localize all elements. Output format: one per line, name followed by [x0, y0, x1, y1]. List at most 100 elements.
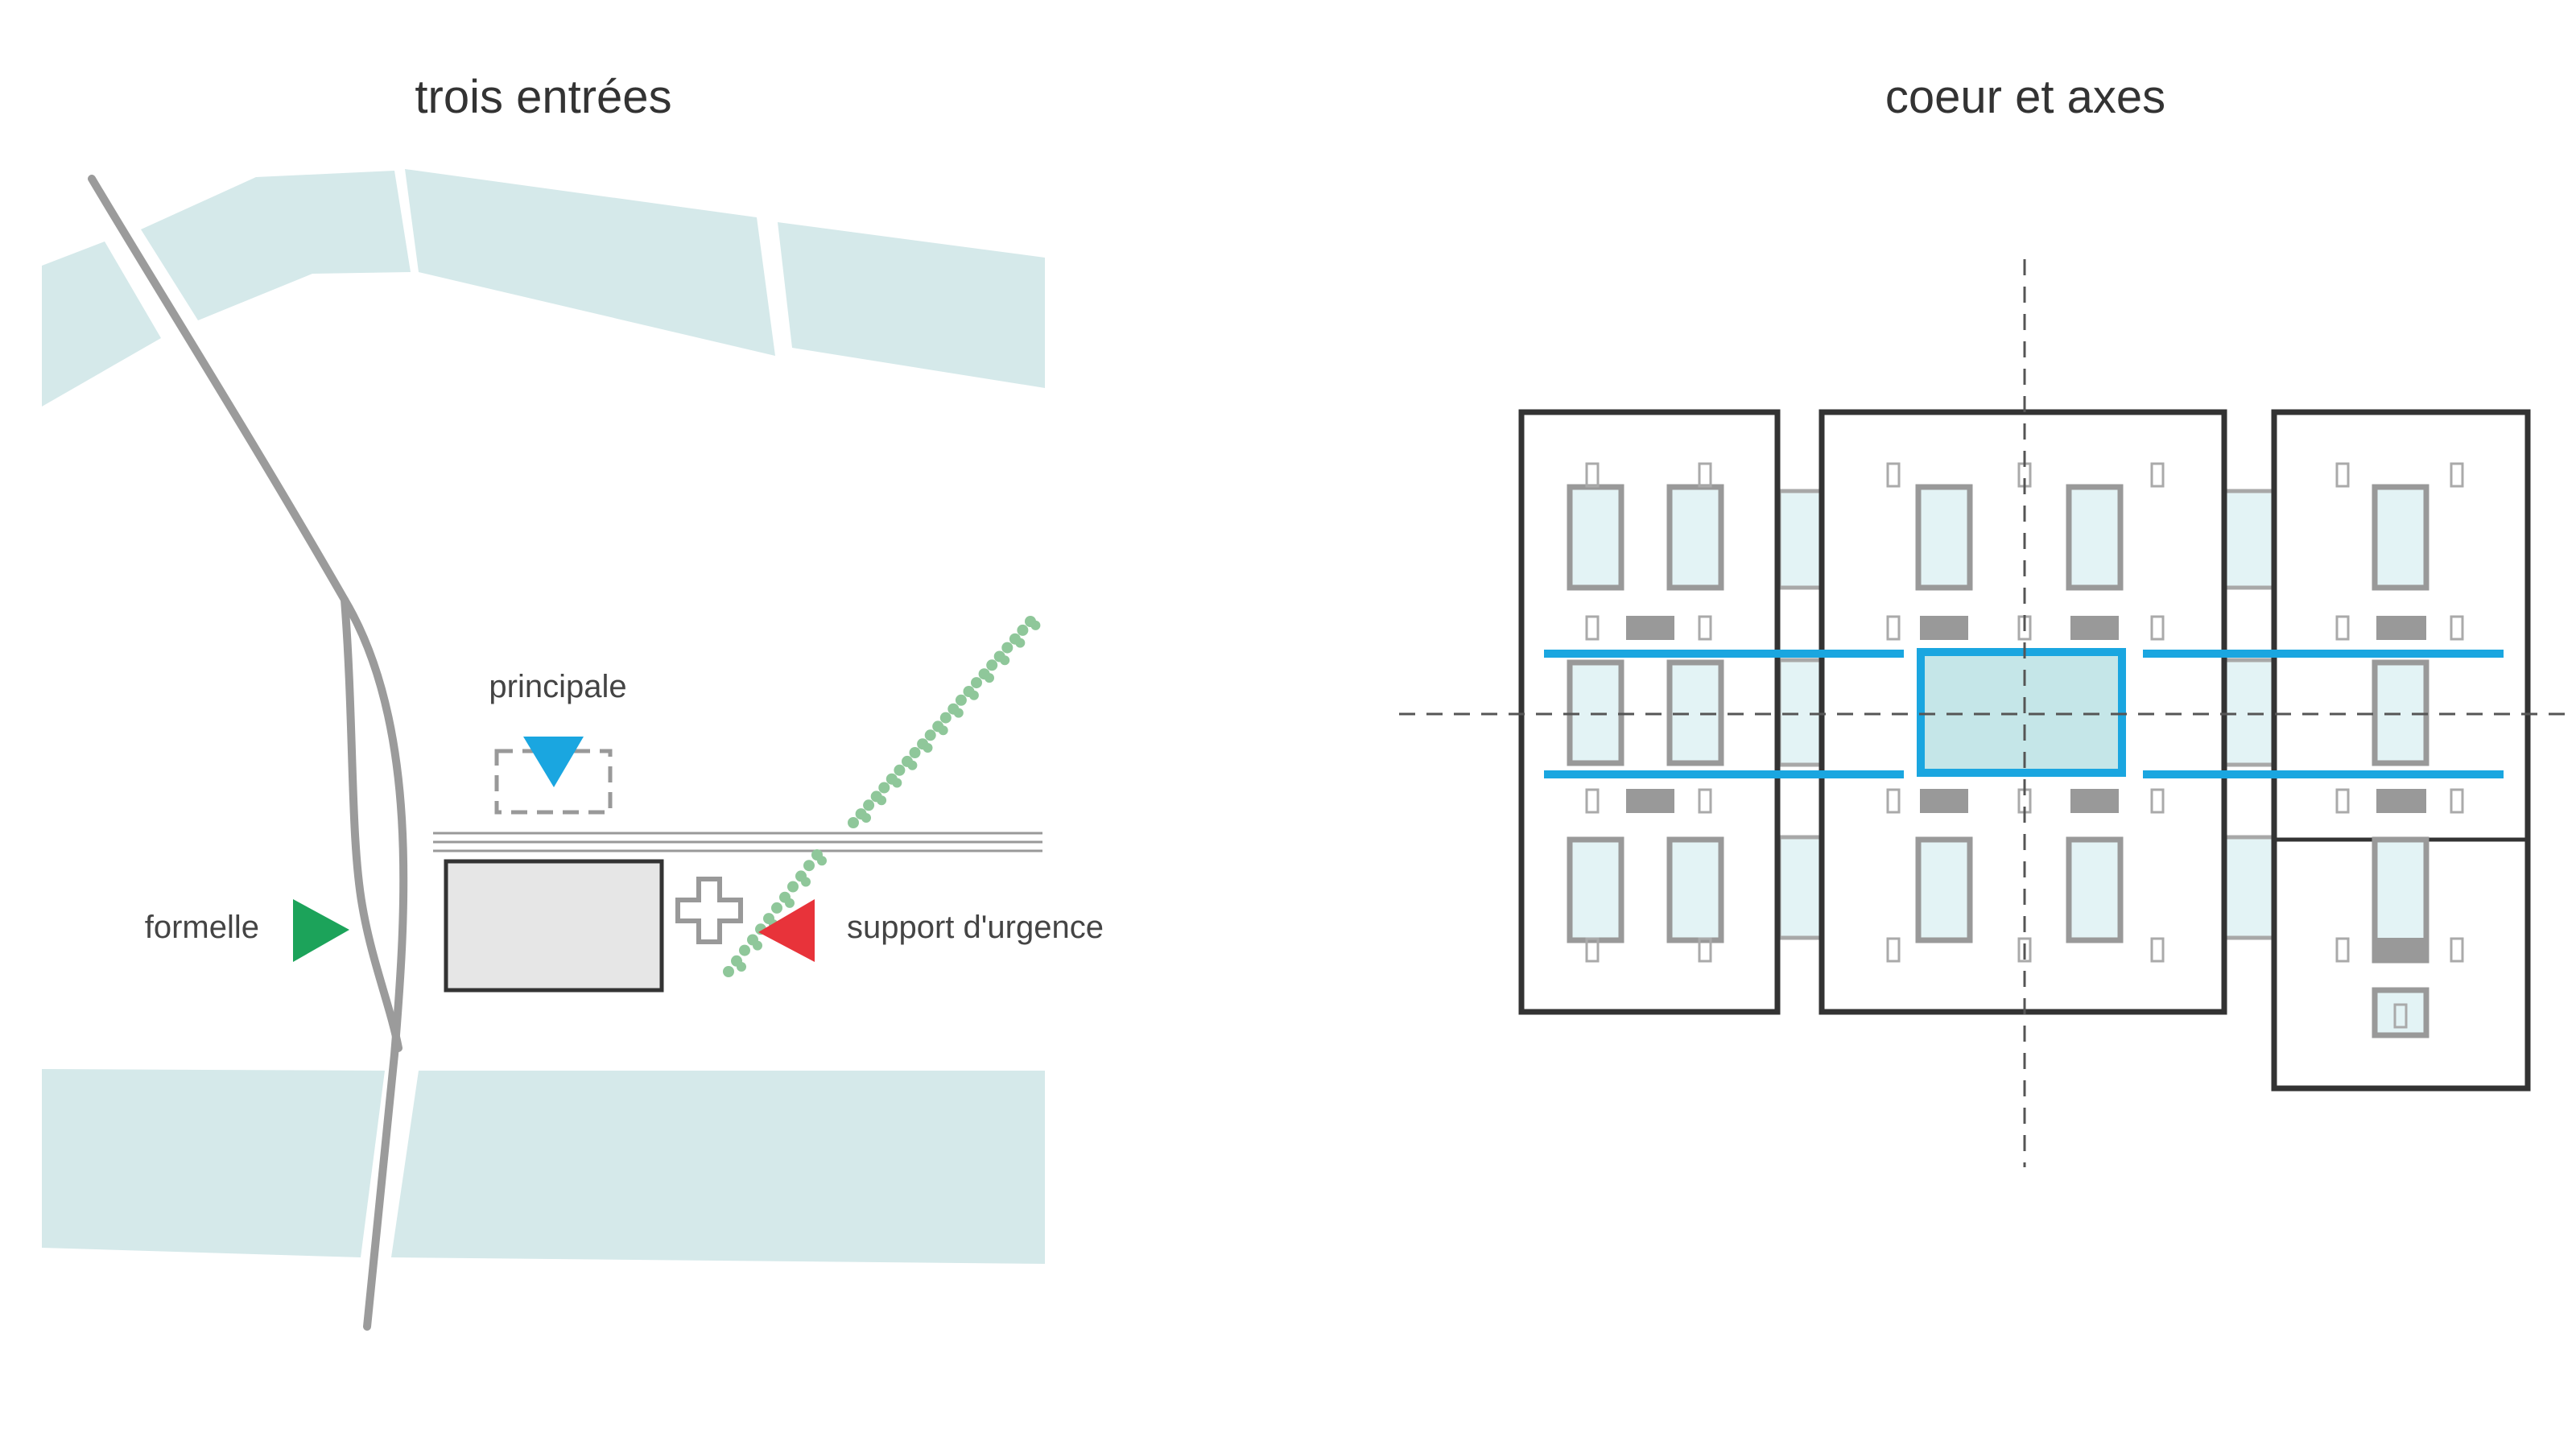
core-r-top: [2376, 616, 2426, 640]
column-marker: [1585, 615, 1600, 641]
courtyards: [1567, 484, 2429, 1038]
column-marker: [2150, 937, 2165, 963]
support-urgence-label: support d'urgence: [847, 910, 1104, 945]
tree-dot: [723, 966, 734, 977]
column-marker: [2335, 937, 2350, 963]
access-lines: [433, 832, 1042, 852]
connector-left-top: [1777, 489, 1826, 590]
tree-dot: [870, 790, 882, 803]
site-plan-panel: trois entrées principa: [42, 71, 1104, 1331]
column-marker: [2150, 615, 2165, 641]
tree-dot: [771, 902, 782, 914]
tree-dot: [779, 891, 791, 903]
core-l-bottom: [1626, 789, 1674, 813]
column-marker: [1698, 937, 1712, 963]
heart-and-axes-panel: coeur et axes: [1399, 71, 2572, 1167]
connector-right-top: [2222, 489, 2277, 590]
tree-dot: [947, 703, 960, 715]
principale-triangle-icon: [523, 737, 584, 787]
river-segment-f: [391, 1071, 1045, 1264]
tree-dot: [787, 881, 799, 893]
tree-dot: [863, 799, 875, 811]
column-marker: [1698, 615, 1712, 641]
tree-dot: [731, 955, 742, 967]
core-r-lower: [2375, 938, 2426, 960]
block-left: [1518, 409, 1781, 1015]
tree-dot: [1025, 616, 1036, 627]
service-cores: [1626, 616, 2426, 960]
courtyard-l2: [1666, 484, 1724, 591]
tree-dot: [902, 755, 913, 767]
site-plan-title: trois entrées: [415, 71, 671, 123]
courtyard-c2: [2066, 484, 2124, 591]
tree-dot: [963, 686, 975, 697]
core-c2-top: [2070, 616, 2119, 640]
column-marker: [1698, 462, 1712, 488]
connector-corridors: [1777, 489, 2277, 940]
tree-dot: [855, 808, 867, 820]
tree-dot: [932, 720, 944, 733]
column-marker: [2150, 462, 2165, 488]
courtyard-r1: [2372, 484, 2429, 591]
tree-dot: [763, 913, 774, 925]
river-segment-b: [141, 171, 411, 320]
tree-dot: [993, 650, 1005, 663]
principale-label: principale: [489, 669, 626, 704]
column-marker: [1886, 937, 1901, 963]
tree-dot: [747, 934, 758, 946]
column-markers: [1585, 462, 2464, 1029]
symmetry-axes: [1399, 259, 2572, 1167]
central-heart: [1917, 648, 2126, 777]
tree-dot: [811, 849, 823, 861]
tree-row: [723, 616, 1041, 977]
connector-left-mid: [1777, 658, 1826, 767]
column-marker: [2450, 615, 2464, 641]
hospital-building: [444, 859, 664, 993]
tree-dot: [803, 860, 815, 872]
river-segment-c: [405, 169, 775, 356]
courtyard-l1: [1567, 484, 1624, 591]
tree-dot: [878, 782, 890, 794]
core-c1-bottom: [1920, 789, 1968, 813]
courtyard-c1: [1915, 484, 1973, 591]
tree-dot: [909, 747, 921, 758]
river-areas: [42, 169, 1045, 1264]
courtyard-c6: [2066, 836, 2124, 943]
column-marker: [2335, 615, 2350, 641]
connector-right-bottom: [2222, 835, 2277, 940]
tree-dot: [917, 738, 929, 750]
branch-road: [341, 596, 402, 1052]
column-marker: [2450, 788, 2464, 814]
support-urgence-triangle-icon: [758, 899, 815, 962]
core-l-top: [1626, 616, 1674, 640]
column-marker: [1698, 788, 1712, 814]
courtyard-l5: [1567, 836, 1624, 943]
column-marker: [2450, 462, 2464, 488]
medical-cross-icon: [675, 877, 743, 944]
column-marker: [2017, 937, 2032, 963]
tree-dot: [1009, 633, 1021, 645]
core-r-bottom: [2376, 789, 2426, 813]
tree-dot: [886, 773, 898, 785]
tree-dot: [939, 712, 952, 724]
column-marker: [1585, 462, 1600, 488]
formelle-label: formelle: [145, 910, 259, 945]
tree-dot: [978, 668, 990, 680]
tree-dot: [739, 944, 750, 956]
tree-dot: [1017, 624, 1029, 636]
column-marker: [1585, 937, 1600, 963]
tree-dot: [848, 817, 859, 828]
column-marker: [1886, 462, 1901, 488]
core-c2-bottom: [2070, 789, 2119, 813]
tree-dot: [986, 659, 998, 671]
column-marker: [1886, 615, 1901, 641]
river-segment-d: [778, 222, 1045, 388]
tree-dot: [924, 729, 936, 741]
tree-dot: [1001, 642, 1013, 654]
courtyard-l6: [1666, 836, 1724, 943]
core-c1-top: [1920, 616, 1968, 640]
tree-dot: [894, 764, 906, 776]
column-marker: [2393, 1003, 2408, 1029]
